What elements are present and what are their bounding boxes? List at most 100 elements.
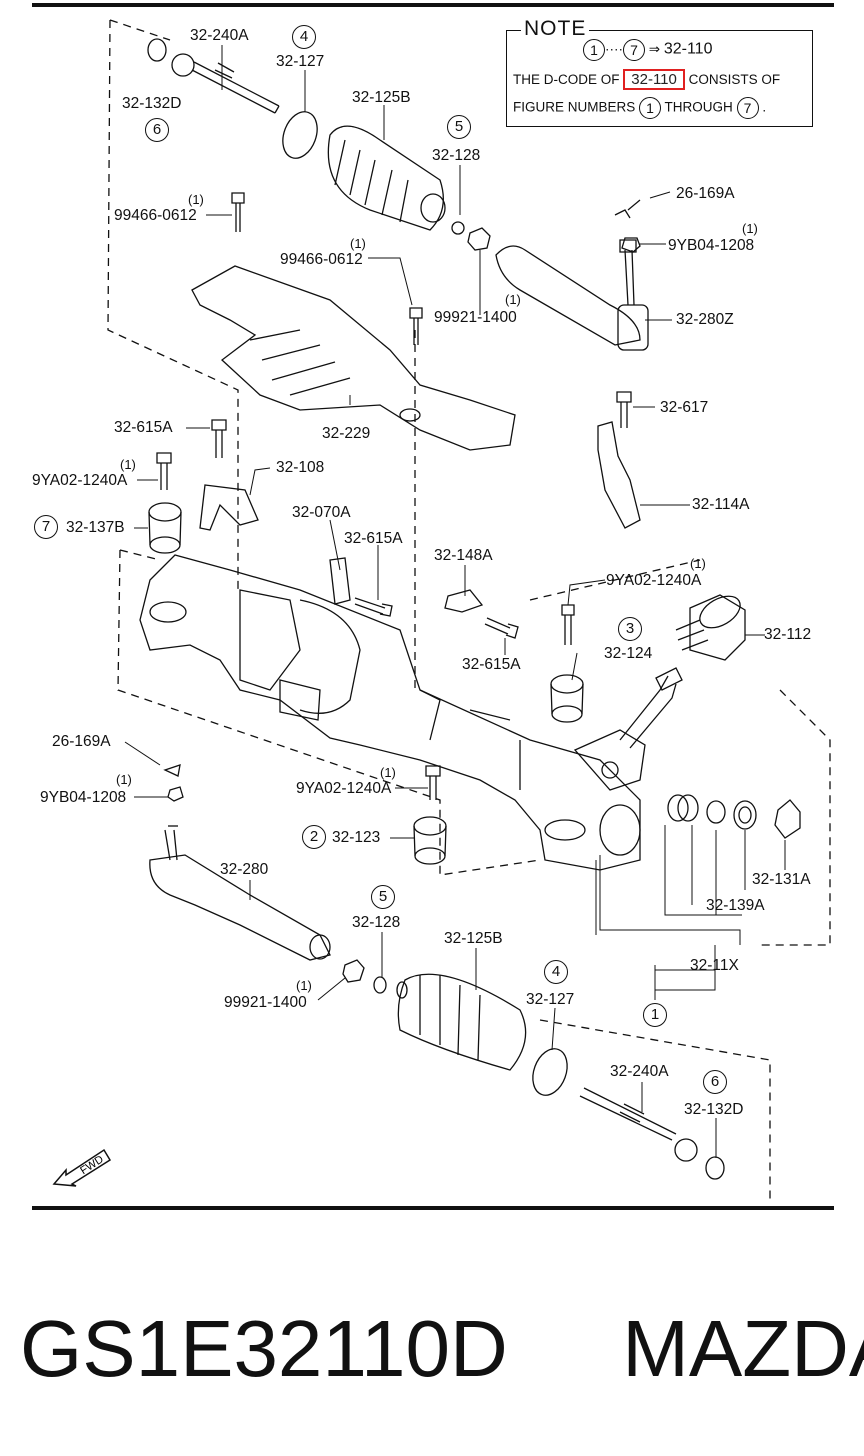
left-tie-rod-end <box>149 764 331 961</box>
part-label: 32-127 <box>526 991 575 1008</box>
pinion-cover <box>675 594 746 661</box>
part-label: 32-240A <box>190 27 249 44</box>
forward-arrow-icon: FWD <box>52 1142 114 1195</box>
quantity-mark: (1) <box>188 192 204 207</box>
note-line3-mid: THROUGH <box>664 99 733 115</box>
part-label: 9YA02-1240A <box>32 472 128 489</box>
part-label: 32-128 <box>432 147 481 164</box>
lower-boot <box>396 973 527 1071</box>
brackets <box>199 421 641 613</box>
note-line3-end: 7 <box>736 97 759 119</box>
note-range-line: 1····7 ⇒ 32-110 <box>583 39 712 61</box>
note-range-code: 32-110 <box>663 40 713 58</box>
callout-number: 3 <box>618 617 642 641</box>
lower-boot-band <box>532 1048 568 1096</box>
callout-number: 6 <box>703 1070 727 1094</box>
callout-number: 6 <box>145 118 169 142</box>
part-label: 32-280 <box>220 861 269 878</box>
part-label: 9YB04-1208 <box>668 237 755 254</box>
upper-clip-ring <box>147 38 167 62</box>
quantity-mark: (1) <box>505 292 521 307</box>
part-label: 26-169A <box>52 733 111 750</box>
part-label: 32-615A <box>114 419 173 436</box>
upper-nut <box>467 227 491 251</box>
dashed-frame-lines <box>107 19 831 1200</box>
note-line3-pre: FIGURE NUMBERS <box>513 99 636 115</box>
part-label: 32-112 <box>764 626 812 643</box>
part-label: 32-240A <box>610 1063 669 1080</box>
part-label: 32-108 <box>276 459 325 476</box>
note-range-dots: ···· <box>605 41 623 57</box>
upper-tie-rod <box>171 53 280 114</box>
part-label: 99921-1400 <box>224 994 307 1011</box>
part-label: 32-125B <box>444 930 503 947</box>
quantity-mark: (1) <box>690 556 706 571</box>
callout-number: 4 <box>544 960 568 984</box>
part-label: 32-617 <box>660 399 709 416</box>
note-box: NOTE 1····7 ⇒ 32-110 THE D-CODE OF 32-11… <box>506 17 813 127</box>
right-tie-rod-end <box>495 199 649 351</box>
part-label: 32-132D <box>684 1101 744 1118</box>
quantity-mark: (1) <box>350 236 366 251</box>
note-arrow: ⇒ <box>648 41 661 57</box>
callout-number: 5 <box>371 885 395 909</box>
leader-lines <box>124 45 786 1158</box>
adjust-parts <box>667 794 801 839</box>
note-figure-line: FIGURE NUMBERS 1 THROUGH 7 . <box>513 97 766 119</box>
part-label: 32-132D <box>122 95 182 112</box>
part-label: 32-123 <box>332 829 381 846</box>
callout-number: 2 <box>302 825 326 849</box>
part-label: 32-070A <box>292 504 351 521</box>
top-rule <box>32 3 834 7</box>
part-label: 32-148A <box>434 547 493 564</box>
heat-shield <box>191 265 516 451</box>
part-label: 9YA02-1240A <box>606 572 702 589</box>
part-label: 9YA02-1240A <box>296 780 392 797</box>
note-range-end: 7 <box>622 39 645 61</box>
lower-clip-ring <box>705 1156 725 1180</box>
part-label: 99466-0612 <box>114 207 197 224</box>
brand-name: MAZDA <box>622 1304 864 1393</box>
part-label: 32-124 <box>604 645 653 662</box>
part-label: 32-280Z <box>676 311 734 328</box>
footer-title: GS1E32110D MAZDA <box>20 1304 864 1394</box>
upper-boot-band <box>282 111 318 159</box>
part-number: GS1E32110D <box>20 1304 508 1393</box>
part-label: 32-229 <box>322 425 371 442</box>
note-title: NOTE <box>521 17 590 41</box>
steering-gear-exploded-diagram <box>107 19 831 1200</box>
quantity-mark: (1) <box>296 978 312 993</box>
note-line3-post: . <box>762 99 767 115</box>
part-label: 99466-0612 <box>280 251 363 268</box>
note-line2-pre: THE D-CODE OF <box>513 72 620 87</box>
note-range-start: 1 <box>583 39 605 61</box>
quantity-mark: (1) <box>380 765 396 780</box>
part-label: 32-615A <box>344 530 403 547</box>
part-label: 32-131A <box>752 871 811 888</box>
part-label: 32-139A <box>706 897 765 914</box>
part-label: 99921-1400 <box>434 309 517 326</box>
quantity-mark: (1) <box>742 221 758 236</box>
lower-tie-rod <box>579 1087 698 1162</box>
callout-number: 4 <box>292 25 316 49</box>
note-highlighted-code: 32-110 <box>623 69 685 90</box>
quantity-mark: (1) <box>116 772 132 787</box>
note-dcode-line: THE D-CODE OF 32-110 CONSISTS OF <box>513 69 781 90</box>
upper-boot <box>327 125 465 235</box>
note-line3-start: 1 <box>639 97 662 119</box>
note-line2-post: CONSISTS OF <box>688 72 781 87</box>
lower-oring <box>373 976 387 994</box>
bolts <box>156 192 641 800</box>
part-label: 32-11X <box>690 957 739 974</box>
callout-number: 7 <box>34 515 58 539</box>
bushings <box>148 502 584 865</box>
part-label: 32-137B <box>66 519 125 536</box>
part-label: 26-169A <box>676 185 735 202</box>
part-label: 32-125B <box>352 89 411 106</box>
part-label: 32-127 <box>276 53 325 70</box>
part-label: 32-615A <box>462 656 521 673</box>
part-label: 32-114A <box>692 496 750 513</box>
callout-number: 1 <box>643 1003 667 1027</box>
callout-number: 5 <box>447 115 471 139</box>
bottom-rule <box>32 1206 834 1210</box>
